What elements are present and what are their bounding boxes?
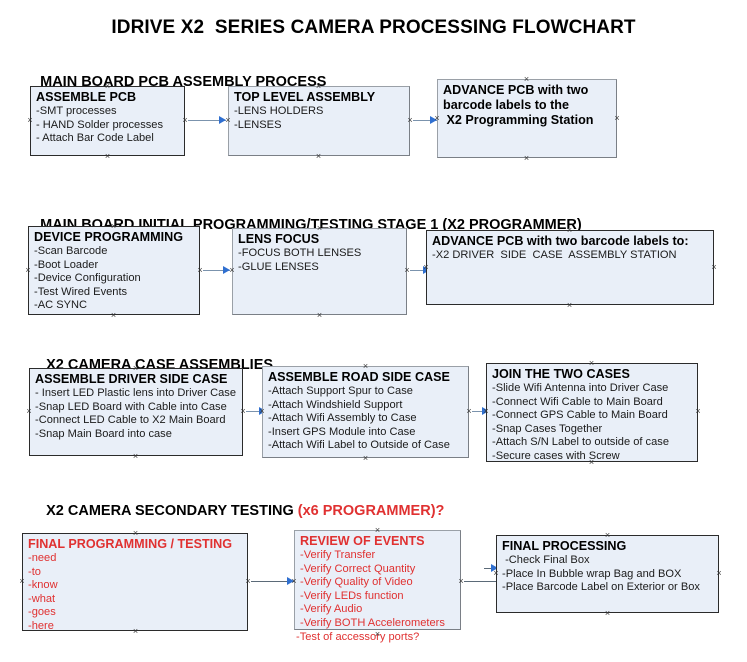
flow-box-line: -Place In Bubble wrap Bag and BOX: [502, 567, 682, 580]
arrow-final-programming-to-review-of-events: [251, 577, 294, 586]
flow-box-line: -know: [28, 579, 58, 592]
arrow-shaft: [203, 270, 230, 271]
flow-box-title: FINAL PROGRAMMING / TESTING: [28, 537, 233, 551]
flow-box-line: -Verify Quality of Video: [300, 576, 413, 589]
flow-box-line: -goes: [28, 606, 56, 619]
flow-box-advance-pcb-programming-station[interactable]: ADVANCE PCB with two barcode labels to t…: [437, 79, 617, 158]
flow-box-line: -Verify Audio: [300, 603, 363, 616]
arrow-head-icon: [491, 564, 498, 572]
arrow-assemble-pcb-to-top-level-assembly: [188, 116, 226, 125]
flow-box-line: -need: [28, 552, 57, 564]
flow-box-line: -what: [28, 592, 56, 605]
flow-box-advance-pcb-driver-side-case[interactable]: ADVANCE PCB with two barcode labels to: …: [426, 230, 714, 305]
flow-box-line: -SMT processes: [36, 105, 117, 117]
flow-box-line: -to: [28, 565, 41, 578]
flow-box-assemble-pcb[interactable]: ASSEMBLE PCB -SMT processes - HAND Solde…: [30, 86, 185, 156]
flow-box-lens-focus[interactable]: LENS FOCUS -FOCUS BOTH LENSES -GLUE LENS…: [232, 228, 407, 315]
arrow-shaft: [410, 270, 430, 271]
flow-box-top-level-assembly[interactable]: TOP LEVEL ASSEMBLY -LENS HOLDERS -LENSES: [228, 86, 410, 156]
arrow-device-programming-to-lens-focus: [203, 266, 230, 275]
flow-box-line: -Scan Barcode: [34, 245, 108, 257]
arrow-into-final-processing: [484, 564, 498, 573]
flow-box-line: -Attach Windshield Support: [268, 398, 403, 411]
arrow-head-icon: [219, 116, 226, 124]
arrow-shaft: [472, 411, 489, 412]
flow-box-line: -Verify LEDs function: [300, 589, 404, 602]
flow-box-line: -Snap Main Board into case: [35, 427, 172, 440]
flow-box-overflow-line: -Test of accessory ports?: [296, 631, 420, 643]
flow-box-line: -Connect Wifi Cable to Main Board: [492, 395, 663, 408]
flow-box-line: -Boot Loader: [34, 258, 99, 271]
flow-box-line: -Attach S/N Label to outside of case: [492, 436, 669, 449]
flow-box-line: -LENS HOLDERS: [234, 105, 324, 117]
flow-box-line: -Attach Wifi Assembly to Case: [268, 412, 417, 425]
flow-box-title-line2: barcode labels to the: [443, 98, 569, 112]
flow-box-final-programming-testing[interactable]: FINAL PROGRAMMING / TESTING -need -to -k…: [22, 533, 248, 632]
flow-box-line: - Insert LED Plastic lens into Driver Ca…: [35, 387, 236, 399]
flow-box-title: FINAL PROCESSING: [502, 539, 627, 553]
flow-box-final-processing[interactable]: FINAL PROCESSING -Check Final Box -Place…: [496, 535, 719, 613]
flow-box-device-programming[interactable]: DEVICE PROGRAMMING -Scan Barcode -Boot L…: [28, 226, 200, 315]
flow-box-join-the-two-cases[interactable]: JOIN THE TWO CASES -Slide Wifi Antenna i…: [486, 363, 698, 462]
flow-box-line: -Check Final Box: [502, 554, 590, 566]
flow-box-assemble-driver-side-case[interactable]: ASSEMBLE DRIVER SIDE CASE - Insert LED P…: [29, 368, 243, 456]
flow-box-title: ASSEMBLE PCB: [36, 90, 137, 104]
flow-box-line: - Attach Bar Code Label: [36, 132, 154, 145]
connector-review-of-events-to-final-processing: [464, 581, 496, 582]
section-heading-text: X2 CAMERA SECONDARY TESTING: [46, 503, 298, 519]
flow-box-line: -Attach Support Spur to Case: [268, 385, 413, 397]
flow-box-line: -Verify Transfer: [300, 549, 376, 561]
arrow-head-icon: [482, 407, 489, 415]
section-heading-x2-camera-secondary-testing: X2 CAMERA SECONDARY TESTING (x6 PROGRAMM…: [30, 487, 444, 535]
flow-box-line: -Secure cases with Screw: [492, 449, 620, 462]
arrow-shaft: [188, 120, 226, 121]
flow-box-title: LENS FOCUS: [238, 232, 320, 246]
flow-box-line: -X2 DRIVER SIDE CASE ASSEMBLY STATION: [432, 249, 677, 261]
flow-box-title: DEVICE PROGRAMMING: [34, 230, 184, 244]
flow-box-line: -Insert GPS Module into Case: [268, 425, 416, 438]
flow-box-line: -here: [28, 619, 54, 632]
arrow-shaft: [251, 581, 294, 582]
flow-box-line: -Connect LED Cable to X2 Main Board: [35, 414, 226, 427]
arrow-head-icon: [223, 266, 230, 274]
flow-box-line: -Verify Correct Quantity: [300, 562, 416, 575]
arrow-head-icon: [287, 577, 294, 585]
arrow-road-side-to-join-two-cases: [472, 407, 489, 416]
flow-box-assemble-road-side-case[interactable]: ASSEMBLE ROAD SIDE CASE -Attach Support …: [262, 366, 469, 458]
flow-box-review-of-events[interactable]: REVIEW OF EVENTS -Verify Transfer -Verif…: [294, 530, 461, 630]
flow-box-line: -FOCUS BOTH LENSES: [238, 247, 362, 259]
flow-box-line: -Connect GPS Cable to Main Board: [492, 409, 668, 422]
flow-box-line: -Device Configuration: [34, 272, 141, 285]
flow-box-title: ADVANCE PCB with two: [443, 83, 589, 97]
flow-box-line: -GLUE LENSES: [238, 260, 319, 273]
flow-box-title: ADVANCE PCB with two barcode labels to:: [432, 234, 689, 248]
flow-box-line: -LENSES: [234, 118, 282, 131]
flow-box-line: -AC SYNC: [34, 299, 88, 312]
flow-box-title: TOP LEVEL ASSEMBLY: [234, 90, 376, 104]
flow-box-line: -Place Barcode Label on Exterior or Box: [502, 581, 700, 594]
page-title: IDRIVE X2 SERIES CAMERA PROCESSING FLOWC…: [111, 17, 636, 38]
arrow-top-level-assembly-to-advance-pcb: [413, 116, 437, 125]
arrow-shaft: [246, 411, 266, 412]
flow-box-line: -Attach Wifi Label to Outside of Case: [268, 439, 450, 452]
arrow-head-icon: [430, 116, 437, 124]
flow-box-line: -Snap Cases Together: [492, 422, 603, 435]
flow-box-title-line3: X2 Programming Station: [443, 113, 594, 127]
flow-box-line: -Verify BOTH Accelerometers: [300, 616, 445, 629]
arrow-shaft: [413, 120, 437, 121]
flow-box-title: ASSEMBLE DRIVER SIDE CASE: [35, 372, 228, 386]
flow-box-line: -Snap LED Board with Cable into Case: [35, 400, 227, 413]
flow-box-line: -Slide Wifi Antenna into Driver Case: [492, 382, 669, 394]
flow-box-line: - HAND Solder processes: [36, 118, 164, 131]
flow-box-title: ASSEMBLE ROAD SIDE CASE: [268, 370, 450, 384]
flow-box-title: JOIN THE TWO CASES: [492, 367, 630, 381]
flow-box-title: REVIEW OF EVENTS: [300, 534, 425, 548]
flow-box-line: -Test Wired Events: [34, 285, 128, 298]
section-heading-annotation: (x6 PROGRAMMER)?: [297, 503, 445, 519]
